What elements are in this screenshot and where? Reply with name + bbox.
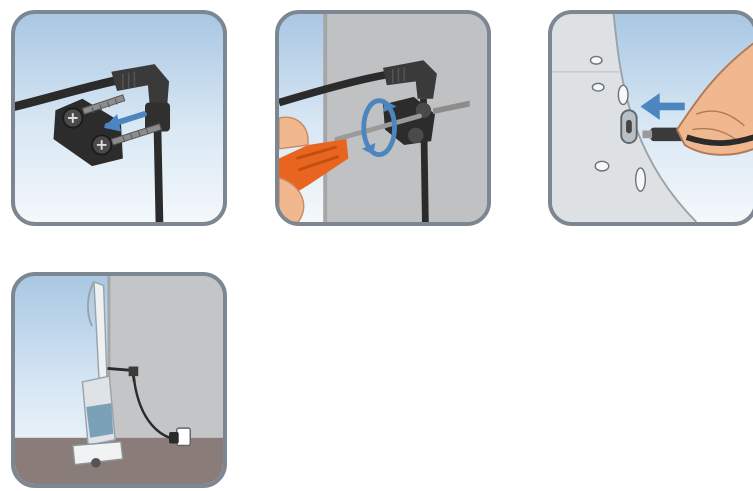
arrow-left-icon: [640, 93, 684, 120]
step-3-panel: [548, 10, 753, 226]
plug-into-stand-illustration: [552, 14, 753, 222]
cord-clip-illustration: [15, 14, 223, 222]
step-4-panel: [11, 272, 227, 488]
step-1-panel: [11, 10, 227, 226]
screw-to-wall-illustration: [279, 14, 487, 222]
step-2-panel: [275, 10, 491, 226]
vacuum-charging-illustration: [15, 276, 223, 484]
